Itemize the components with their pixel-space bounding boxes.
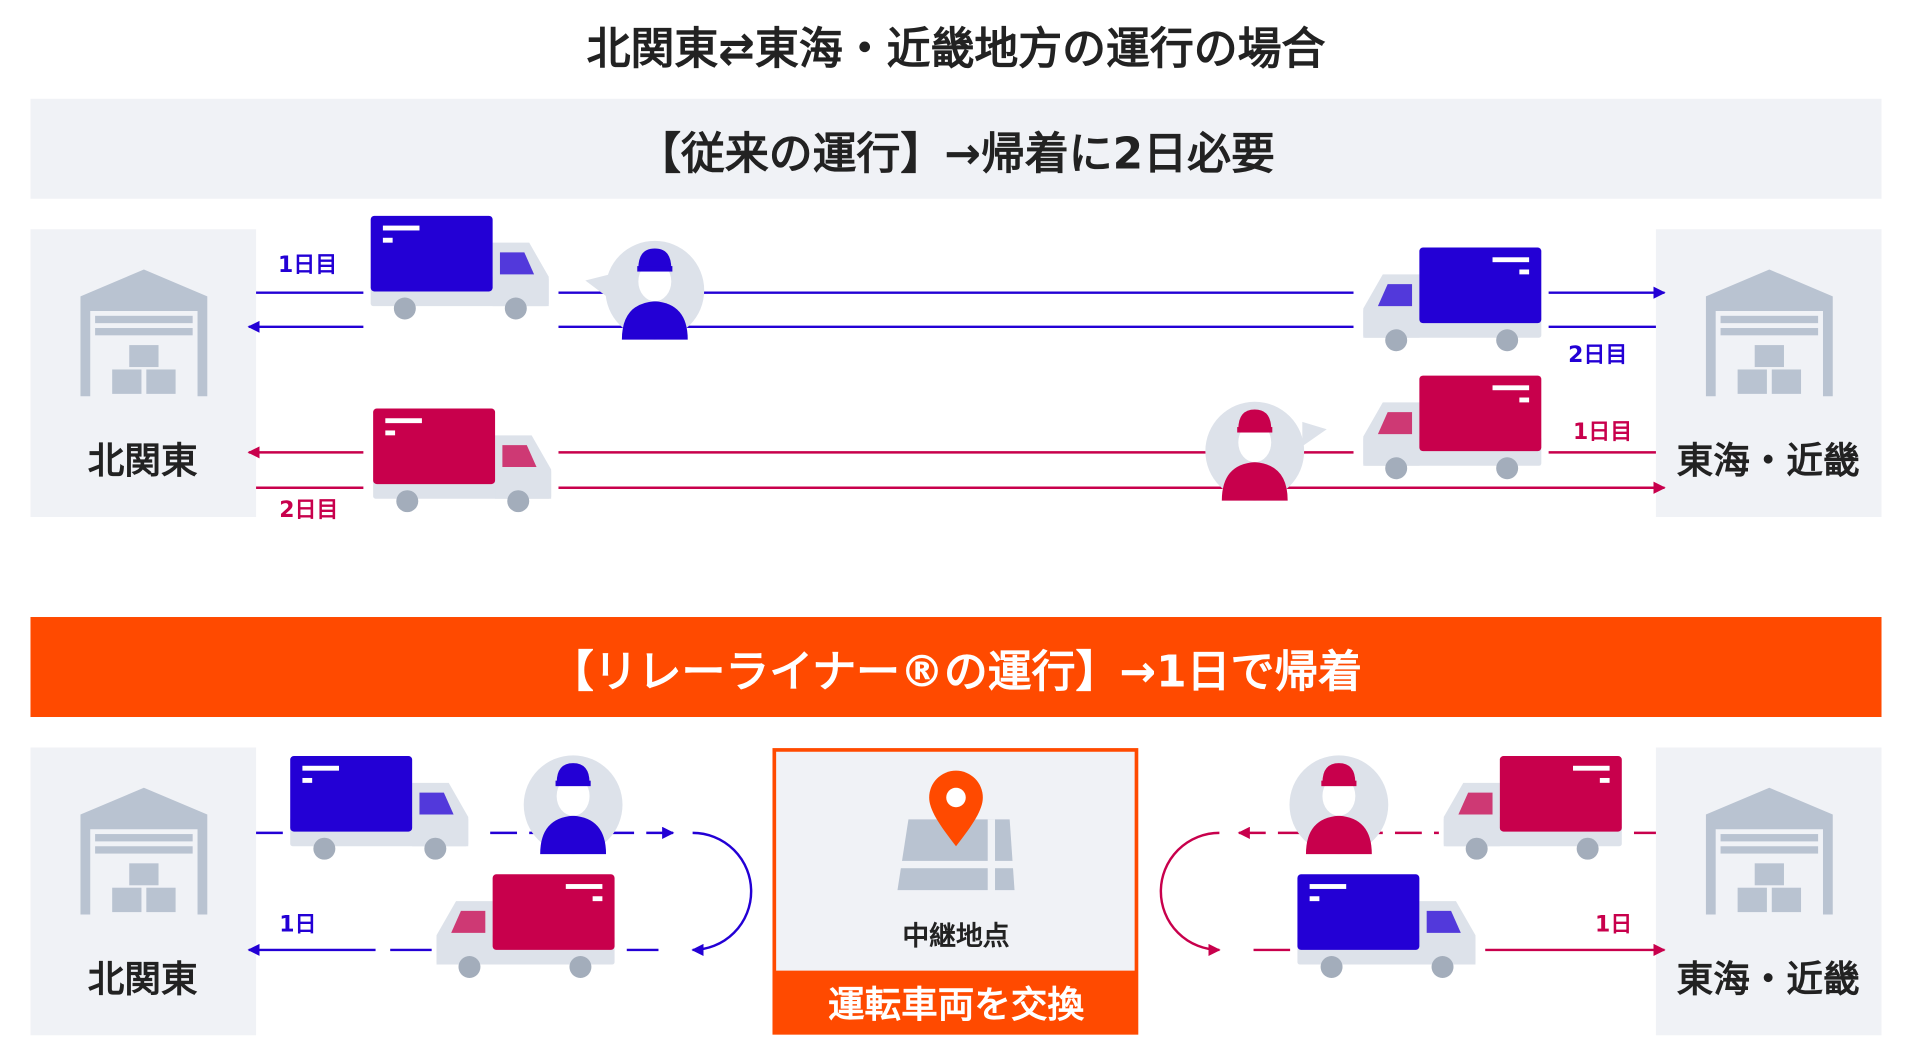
relay-point-label: 中継地点 <box>902 920 1009 952</box>
blue-uturn-arc <box>691 831 753 956</box>
conventional-header-bar <box>30 98 1882 199</box>
relay-point-box: 中継地点 運転車両を交換 <box>772 748 1139 1035</box>
red-driver-icon <box>1205 401 1305 501</box>
conventional-header: 【従来の運行】→帰着に2日必要 <box>637 128 1275 179</box>
swap-label: 運転車両を交換 <box>828 983 1084 1026</box>
blue-driver-icon <box>523 755 623 855</box>
red-uturn-arc <box>1159 831 1221 956</box>
red-driver-icon <box>1289 755 1389 855</box>
left-day-label: 1日 <box>279 913 316 938</box>
left-location-label: 北関東 <box>88 439 198 482</box>
red-day2-label: 2日目 <box>279 498 338 523</box>
relay-header: 【リレーライナー®の運行】→1日で帰着 <box>550 647 1362 698</box>
right-day-label: 1日 <box>1595 913 1632 938</box>
right-location-label: 東海・近畿 <box>1677 439 1860 482</box>
blue-day2-label: 2日目 <box>1568 343 1627 368</box>
conventional-section: 【従来の運行】→帰着に2日必要 北関東 東海・近畿 1日目 2日目 1日目 2日… <box>30 98 1882 523</box>
right-location-label: 東海・近畿 <box>1677 957 1860 1000</box>
relay-section: 【リレーライナー®の運行】→1日で帰着 北関東 東海・近畿 1日 1日 <box>30 617 1882 1036</box>
red-day1-label: 1日目 <box>1573 420 1632 445</box>
blue-driver-icon <box>605 240 705 340</box>
location-pin-icon <box>929 770 983 847</box>
left-location-label: 北関東 <box>88 957 198 1000</box>
blue-day1-label: 1日目 <box>278 253 337 278</box>
page-title: 北関東⇄東海・近畿地方の運行の場合 <box>587 23 1326 74</box>
relay-header-bar <box>30 617 1882 718</box>
map-icon <box>897 819 1015 893</box>
